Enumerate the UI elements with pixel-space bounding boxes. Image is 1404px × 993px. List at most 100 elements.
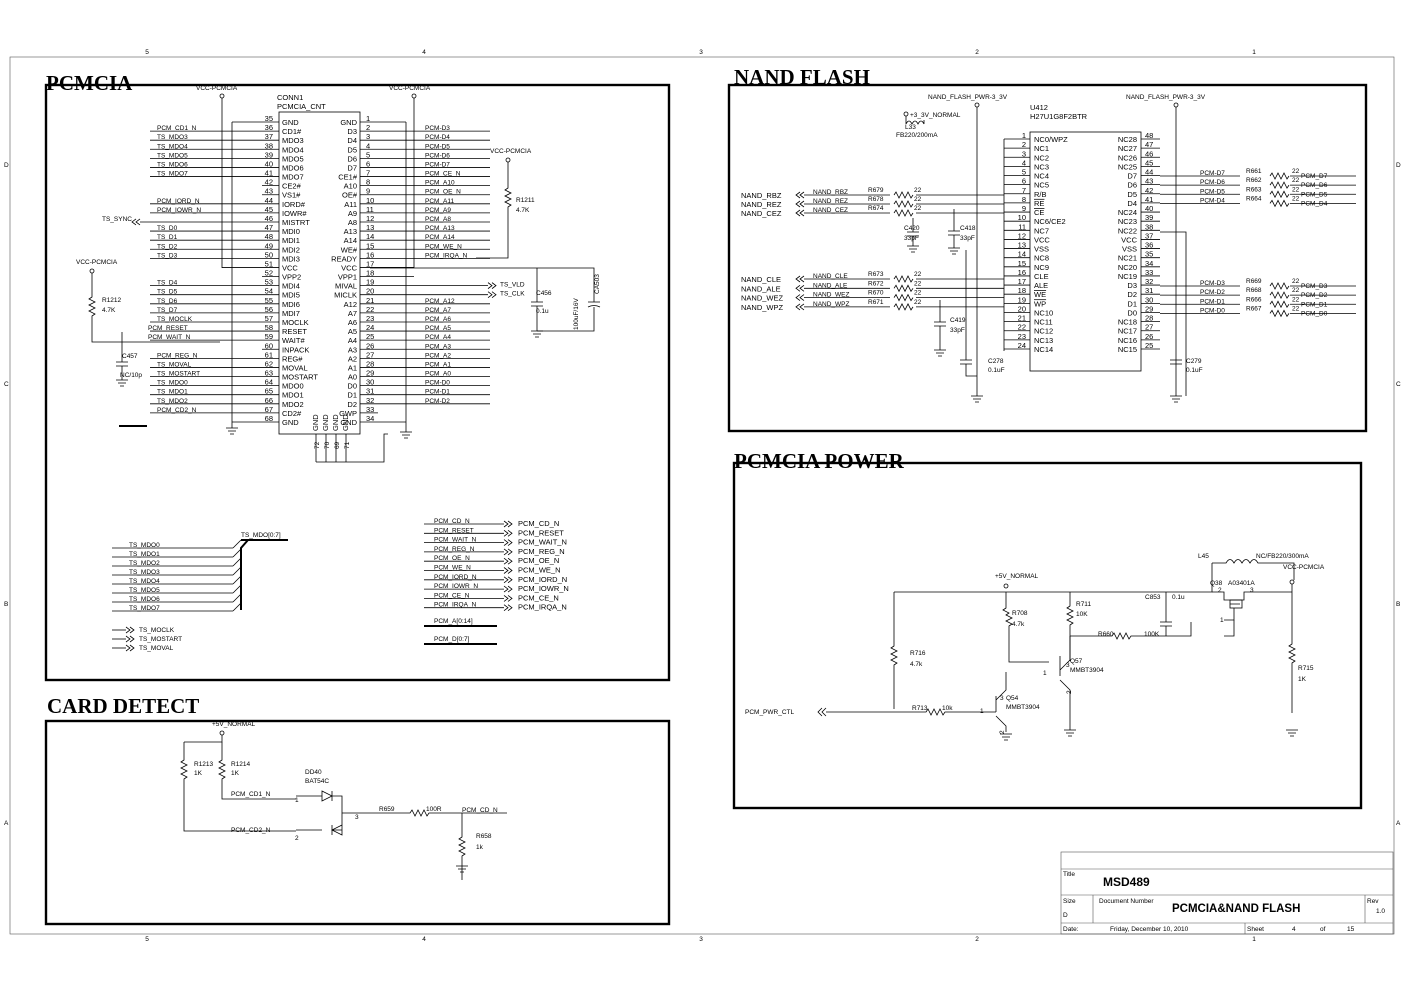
bus-entry: [232, 584, 242, 594]
cd1-label: PCM_CD1_N: [231, 791, 271, 798]
port-label: TS_MOSTART: [139, 636, 182, 643]
conn-pin-name: MDI6: [282, 300, 300, 309]
nand-pin-name: D2: [1127, 290, 1137, 299]
conn-pin-num: 48: [265, 232, 273, 241]
nand-data-out: PCM_D6: [1301, 182, 1328, 189]
conn-pin-name: A5: [348, 327, 357, 336]
dd40-pin2: 2: [295, 835, 299, 842]
nand-series-res: [893, 275, 914, 283]
conn-pin-num: 22: [366, 305, 374, 314]
nand-pin-num: 42: [1145, 186, 1153, 195]
conn-pin-name: MDO5: [282, 154, 304, 163]
c278-val: 0.1uF: [988, 367, 1005, 374]
port-arrow: [795, 209, 805, 217]
conn-pin-name: REG#: [282, 354, 303, 363]
conn-pin-num: 45: [265, 205, 273, 214]
vcc-symbol: [1289, 579, 1295, 585]
r1211-vcc: VCC-PCMCIA: [490, 148, 532, 155]
nand-pin-name: NC7: [1034, 226, 1049, 235]
ctrl-port-label: PCM_IRQA_N: [518, 603, 567, 612]
nand-port-label: NAND_RBZ: [741, 191, 782, 200]
nand-pin-name: WP: [1034, 299, 1046, 308]
net-label: TS_MDO6: [157, 161, 188, 168]
r713-val: 10k: [942, 705, 953, 712]
bus-d-label: PCM_D[0:7]: [434, 636, 470, 643]
conn-pin-name: GWP: [339, 409, 357, 418]
power-title: PCMCIA POWER: [734, 449, 905, 473]
bus-entry: [232, 557, 242, 567]
nand-pin-num: 48: [1145, 131, 1153, 140]
port-arrow: [503, 520, 513, 528]
conn-pin-num: 20: [366, 287, 374, 296]
gnd-symbol: [400, 431, 412, 439]
nand-pin-num: 39: [1145, 213, 1153, 222]
nand-pin-name: NC3: [1034, 162, 1049, 171]
dd40-pin3: 3: [355, 814, 359, 821]
nand-res-ref: R673: [868, 271, 884, 278]
conn-pin-name: READY: [331, 254, 357, 263]
conn-pin-num: 12: [366, 214, 374, 223]
c420-val: 33pF: [904, 235, 919, 242]
ctrl-net-label: PCM_IOWR_N: [434, 583, 478, 590]
q38-pin3: 3: [1250, 587, 1254, 594]
r713: [826, 708, 996, 716]
net-label: TS_D5: [157, 289, 178, 296]
c278: [960, 250, 977, 377]
conn-pin-num: 34: [366, 414, 374, 423]
nand-res-ref: R668: [1246, 287, 1262, 294]
conn-pin-num: 23: [366, 314, 374, 323]
c418-ref: C418: [960, 225, 976, 232]
r716-ref: R716: [910, 650, 926, 657]
conn-pin-name: INPACK: [282, 345, 309, 354]
conn-pin-num: 55: [265, 296, 273, 305]
r659: [342, 809, 507, 817]
r1211-wire: [476, 233, 509, 259]
c420: [907, 218, 919, 253]
ctrl-net-label: PCM_IORD_N: [434, 574, 477, 581]
port-arrow: [125, 644, 135, 652]
conn-pin-name: A4: [348, 336, 357, 345]
conn-pin-num: 46: [265, 214, 273, 223]
c419-ref: C419: [950, 317, 966, 324]
nand-series-res: [1269, 282, 1290, 290]
ctrl-port-label: PCM_IOWR_N: [518, 584, 569, 593]
gnd-symbol: [1286, 729, 1298, 737]
r660-val: 100K: [1144, 631, 1160, 638]
nand-pin-name: NC15: [1118, 345, 1137, 354]
ctrl-port-label: PCM_CD_N: [518, 519, 559, 528]
rev-value: 1.0: [1376, 908, 1385, 915]
port-arrow: [503, 567, 513, 574]
nand-pin-num: 36: [1145, 241, 1153, 250]
conn-pin-name: IOWR#: [282, 209, 307, 218]
r1214-ref: R1214: [231, 761, 251, 768]
ca503-ref: CA503: [594, 274, 601, 294]
q57-ref: Q57: [1070, 658, 1083, 665]
conn-pin-num: 37: [265, 132, 273, 141]
card-detect-section: CARD DETECT +5V_NORMAL R1213 1K R1214 1K…: [44, 694, 671, 926]
port-arrow: [503, 595, 513, 602]
net-label: PCM_REG_N: [157, 352, 198, 359]
of-label: of: [1320, 926, 1326, 933]
conn-pin-name: MDO4: [282, 145, 304, 154]
bottom-num: 71: [344, 441, 351, 449]
port-arrow: [503, 548, 513, 556]
net-label: PCM_A1: [425, 361, 451, 368]
net-label: PCM_A13: [425, 225, 455, 232]
net-label: PCM_CE_N: [425, 171, 461, 178]
net-label: PCM_A9: [425, 207, 451, 214]
nand-net-label: NAND_CLE: [813, 273, 848, 280]
port-arrow: [817, 707, 827, 717]
conn1-bottom-pins: GND GND GND GND 72 70 69 71: [311, 414, 388, 463]
nand-pin-name: VCC: [1034, 235, 1050, 244]
nand-net-label: NAND_CEZ: [813, 207, 848, 214]
nand-pin-num: 9: [1022, 204, 1026, 213]
bottom-num: 70: [324, 441, 331, 449]
c457-ref: C457: [122, 353, 138, 360]
size-value: D: [1063, 912, 1068, 919]
conn-pin-num: 27: [366, 350, 374, 359]
l33-val: FB220/200mA: [896, 132, 938, 139]
nand-data-out: PCM_D3: [1301, 283, 1328, 290]
nand-pin-name: NC9: [1034, 263, 1049, 272]
gnd-symbol: [226, 427, 238, 435]
card-frame: [44, 719, 671, 926]
